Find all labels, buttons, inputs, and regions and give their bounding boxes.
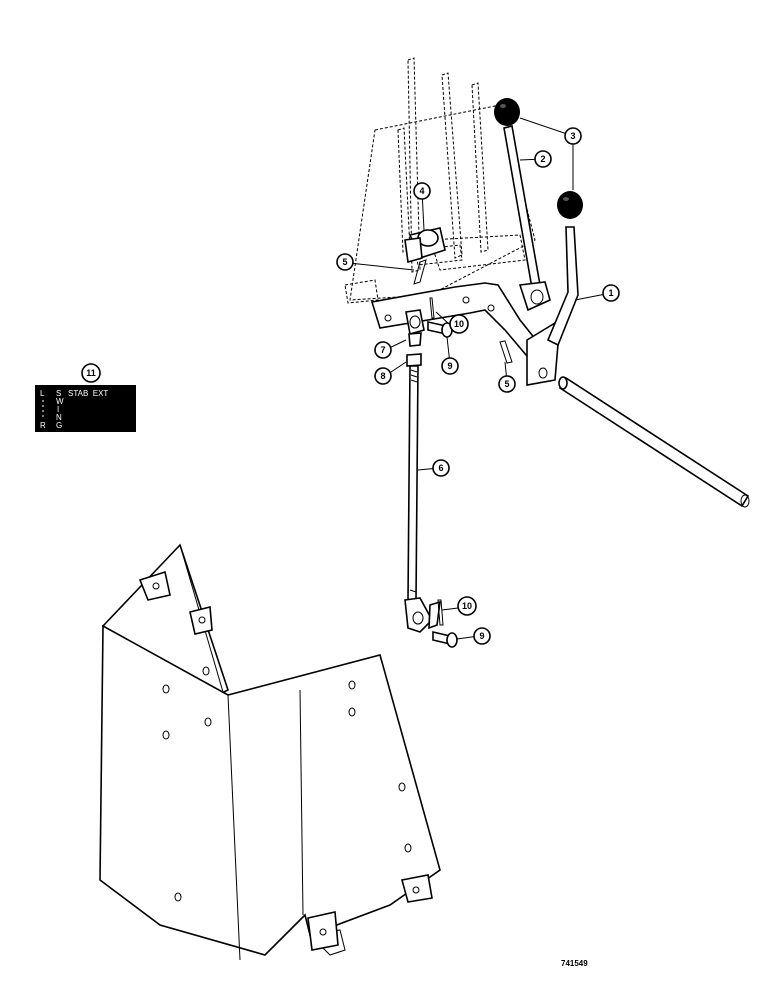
callout-7: 7	[374, 341, 392, 359]
callout-5-lower-number: 5	[504, 379, 509, 389]
decal-label-s: S	[56, 389, 61, 398]
callout-11-number: 11	[86, 368, 96, 378]
callout-9-upper: 9	[441, 357, 459, 375]
lever-1	[546, 226, 579, 347]
decal-11: L S STAB EXT W I N R G	[35, 385, 136, 432]
callout-2-number: 2	[540, 154, 545, 164]
control-valve-ghost	[344, 57, 536, 304]
callout-1-number: 1	[608, 288, 613, 298]
callout-9-lower-number: 9	[479, 631, 484, 641]
knob-3-upper	[494, 98, 520, 126]
decal-label-w: W	[56, 397, 64, 406]
leader-lines	[348, 117, 612, 640]
lower-clevis	[404, 597, 441, 633]
callout-5-lower: 5	[498, 375, 516, 393]
callout-10-lower: 10	[457, 596, 477, 616]
decal-label-stab-ext: STAB EXT	[68, 389, 108, 398]
decal-label-l: L	[40, 389, 45, 398]
cotter-pin-10-lower	[437, 599, 444, 626]
callout-1: 1	[602, 284, 620, 302]
control-housing	[99, 543, 441, 961]
callout-3: 3	[564, 127, 582, 145]
lever-2	[503, 125, 551, 312]
callout-8: 8	[374, 367, 392, 385]
callout-9-lower: 9	[473, 627, 491, 645]
pin-5-lower	[499, 340, 513, 364]
decal-label-n: N	[56, 413, 62, 422]
jam-nut-8	[406, 353, 422, 367]
callout-5-upper: 5	[336, 253, 354, 271]
callout-10-upper: 10	[449, 314, 469, 334]
callout-10-lower-number: 10	[462, 601, 472, 611]
decal-label-g: G	[56, 421, 62, 430]
cotter-pin-10-upper	[429, 297, 435, 319]
clevis-pin-9-lower	[432, 630, 458, 648]
callout-3-number: 3	[570, 131, 575, 141]
callout-6-number: 6	[438, 463, 443, 473]
cross-shaft	[558, 376, 750, 508]
decal-label-r: R	[40, 421, 46, 430]
callout-5-upper-number: 5	[342, 257, 347, 267]
callout-8-number: 8	[380, 371, 385, 381]
callout-10-upper-number: 10	[454, 319, 464, 329]
clevis-4	[404, 227, 446, 264]
pin-5-upper	[413, 259, 427, 285]
callout-2: 2	[534, 150, 552, 168]
decal-label-i: I	[57, 405, 59, 414]
callout-9-upper-number: 9	[447, 361, 452, 371]
knob-3-lower	[557, 191, 583, 219]
callout-11: 11	[81, 363, 101, 383]
clevis-7	[405, 309, 425, 347]
clevis-pin-9-upper	[427, 321, 453, 338]
callout-6: 6	[432, 459, 450, 477]
callout-4: 4	[413, 182, 431, 200]
callout-4-number: 4	[419, 186, 424, 196]
callout-7-number: 7	[380, 345, 385, 355]
control-rod-6	[407, 365, 419, 601]
reference-number: 741549	[561, 959, 588, 968]
